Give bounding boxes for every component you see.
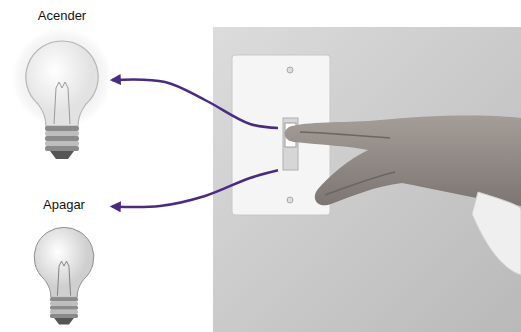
arrow-connector: [112, 170, 278, 207]
bulb-base-thread: [45, 136, 79, 141]
bulb-base-thread: [45, 146, 79, 151]
bulb-glow: [12, 28, 112, 128]
bulb-base-thread: [50, 306, 78, 310]
plate-screw: [287, 67, 293, 73]
hand: [285, 115, 521, 206]
light-switch: [278, 118, 302, 173]
bulb-glass: [34, 227, 94, 297]
finger-crease: [300, 132, 390, 138]
bulb-label: Acender: [12, 8, 112, 24]
bulb-base-thread: [50, 310, 78, 314]
bulb-filament: [57, 261, 70, 296]
bulb-label: Apagar: [16, 197, 112, 213]
bulb-symbol: [12, 26, 112, 168]
bulb-glass: [26, 41, 98, 126]
bulb-base-thread: [45, 131, 79, 136]
bulb-filament: [54, 82, 70, 124]
bulb-base-thread: [50, 297, 78, 301]
arrow-connector: [112, 80, 278, 128]
thumb-crease: [325, 172, 395, 195]
unlit-bulb: Apagar: [16, 197, 112, 332]
bulb-base-thread: [45, 126, 79, 131]
bulb-base-tip: [54, 318, 74, 325]
bulb-base-tip: [50, 151, 74, 159]
wall: [213, 27, 521, 332]
bulb-base-thread: [50, 314, 78, 318]
plate-screw: [287, 197, 293, 203]
bulb-symbol: [16, 215, 112, 332]
sleeve: [472, 192, 521, 275]
lit-bulb: Acender: [12, 8, 112, 168]
bulb-base-thread: [50, 302, 78, 306]
bulb-base-thread: [45, 141, 79, 146]
